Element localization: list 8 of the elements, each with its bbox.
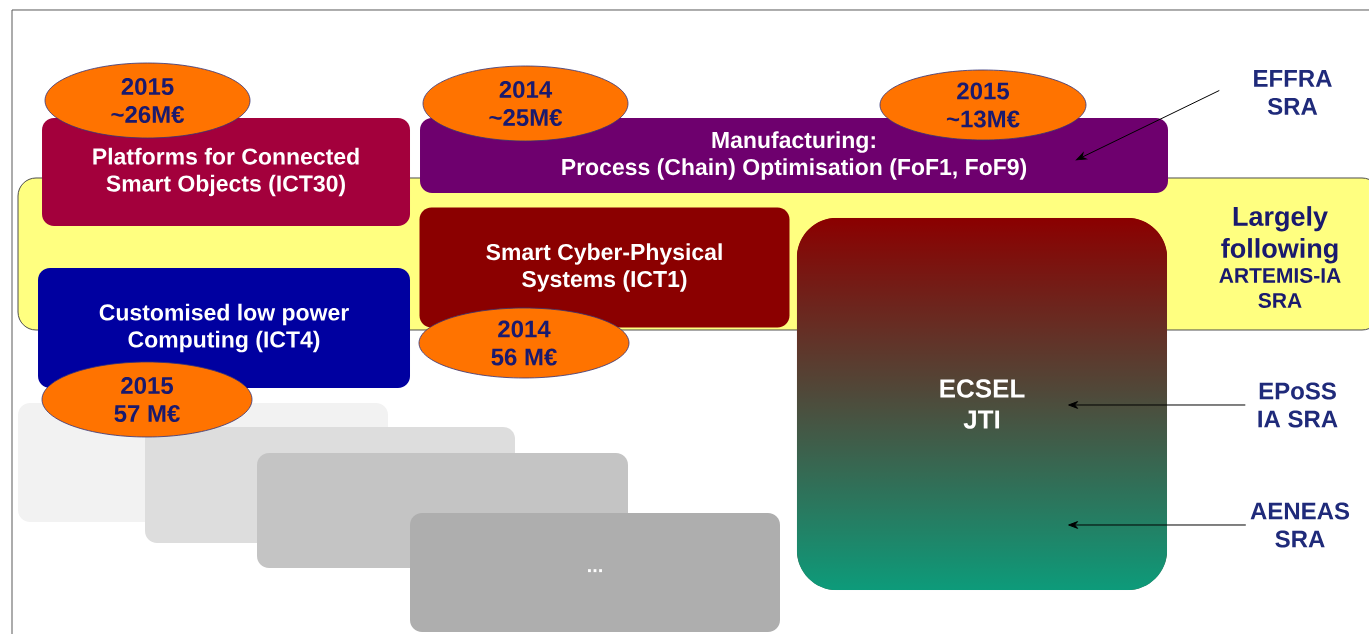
arrow	[1076, 90, 1220, 161]
source-label: EPoSS IA SRA	[1258, 382, 1338, 428]
placeholder-box: ...	[410, 513, 780, 632]
arrow	[1068, 521, 1247, 529]
source-label: EFFRA SRA	[1254, 70, 1332, 115]
source-label: AENEAS SRA	[1250, 502, 1350, 548]
programme-box: ECSEL JTI	[796, 217, 1168, 591]
arrow	[1068, 401, 1246, 409]
